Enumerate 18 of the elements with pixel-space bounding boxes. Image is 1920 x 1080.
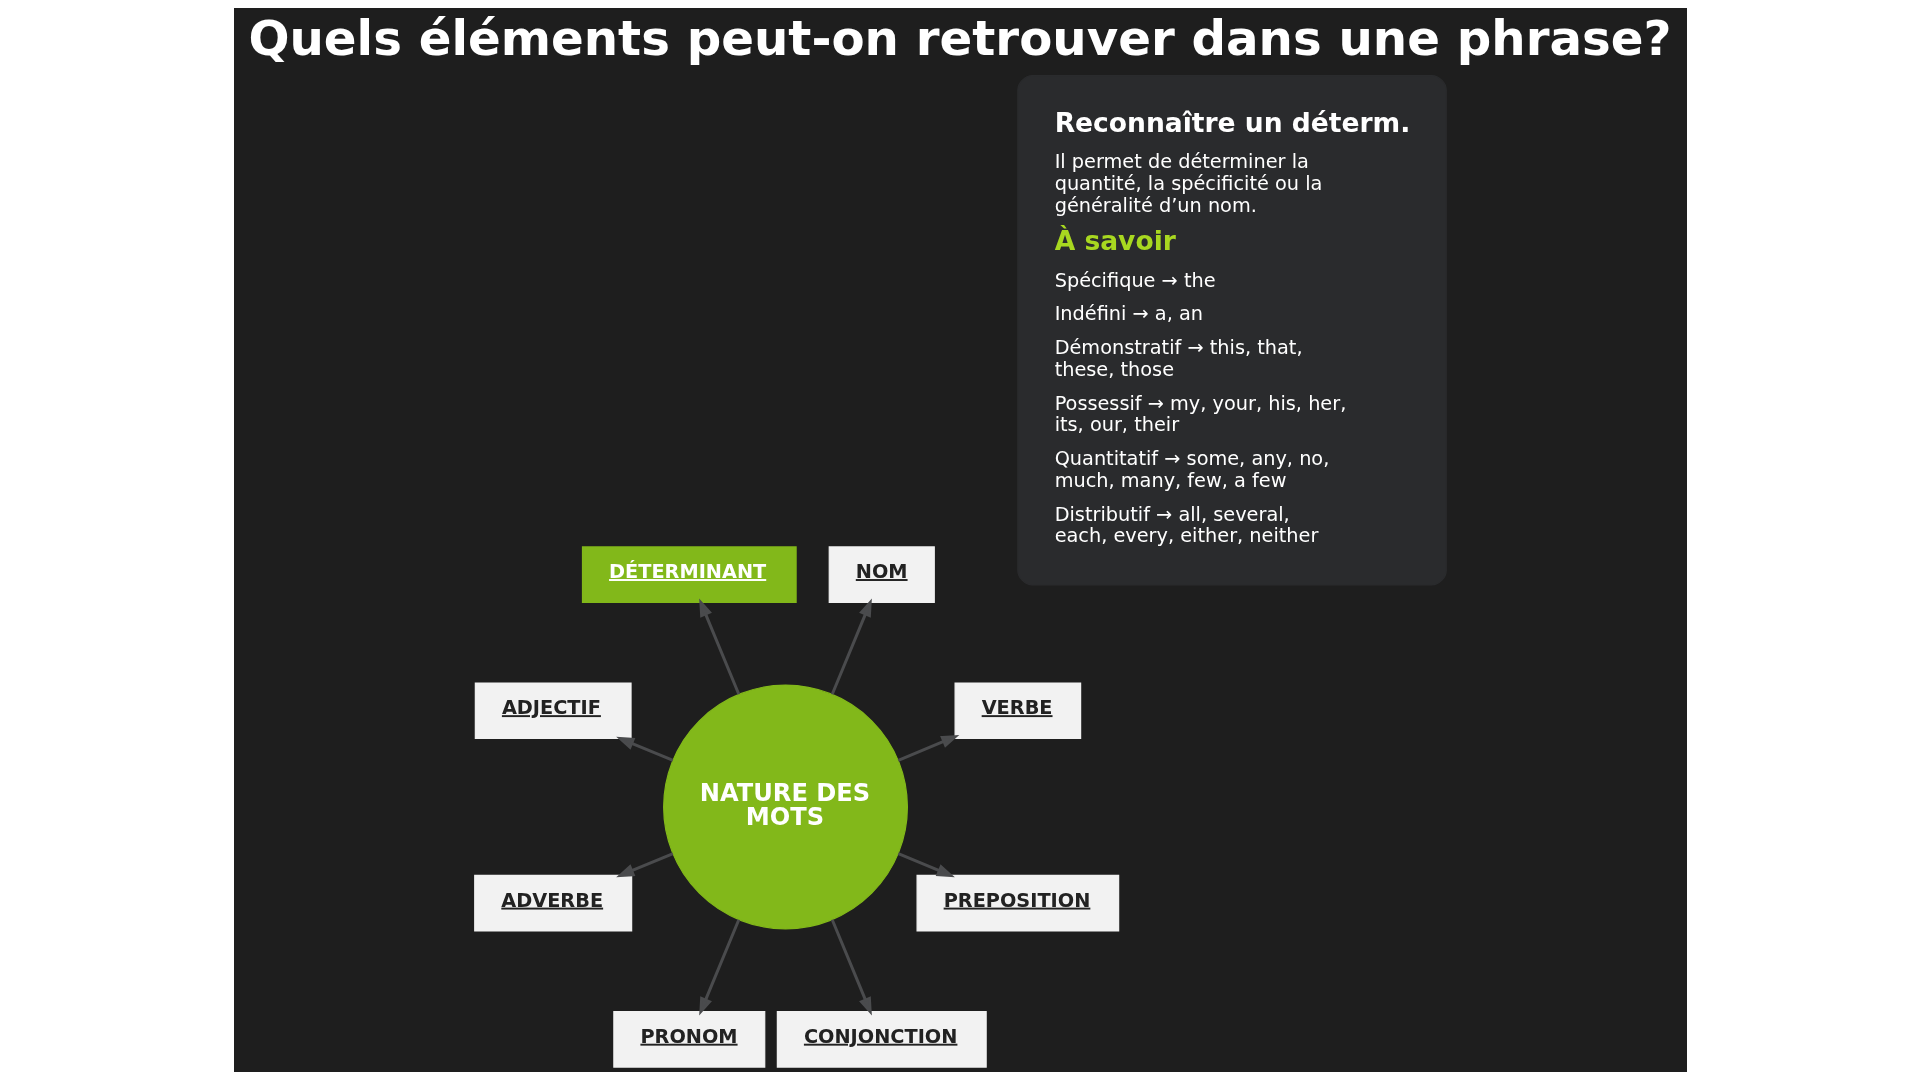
arrow xyxy=(830,598,872,695)
node-box: VERBE xyxy=(954,682,1081,740)
node-box: NOM xyxy=(828,546,935,604)
node-box: PREPOSITION xyxy=(916,874,1119,932)
arrow xyxy=(698,598,740,695)
arrow xyxy=(615,852,673,878)
arrow xyxy=(897,735,959,762)
node-box: CONJONCTION xyxy=(776,1010,987,1068)
arrow xyxy=(830,919,872,1016)
node-box: ADJECTIF xyxy=(474,682,632,740)
arrow xyxy=(615,736,673,762)
node-circle: NATURE DES MOTS xyxy=(662,684,908,930)
node-box: ADVERBE xyxy=(473,874,632,932)
arrow xyxy=(698,919,740,1016)
arrow xyxy=(897,852,955,878)
diagram-title: Quels éléments peut-on retrouver dans une phrase? xyxy=(247,10,1672,67)
node-box: DÉTERMINANT xyxy=(581,546,797,604)
node-box: PRONOM xyxy=(612,1010,765,1068)
